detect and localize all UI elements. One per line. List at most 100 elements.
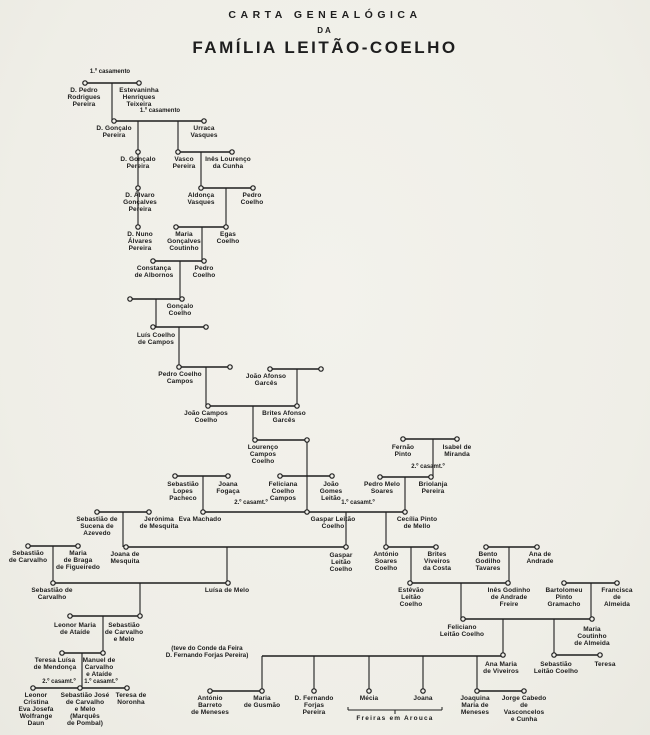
person-node: Isabel de Miranda bbox=[442, 444, 472, 458]
union-ring-marker bbox=[483, 544, 489, 550]
person-node: Sebastião Lopes Pacheco bbox=[167, 481, 199, 502]
union-ring-marker bbox=[277, 473, 283, 479]
union-ring-marker bbox=[59, 650, 65, 656]
person-node: Briolanja Pereira bbox=[418, 481, 448, 495]
union-ring-marker bbox=[343, 544, 349, 550]
union-ring-marker bbox=[304, 509, 310, 515]
person-node: Leonor Cristina Eva Josefa Wolfrange Dau… bbox=[18, 692, 54, 727]
union-ring-marker bbox=[124, 685, 130, 691]
person-node: Joana de Mesquita bbox=[110, 551, 140, 565]
union-ring-marker bbox=[454, 436, 460, 442]
union-ring-marker bbox=[30, 685, 36, 691]
person-node: Fernão Pinto bbox=[391, 444, 415, 458]
union-ring-marker bbox=[136, 80, 142, 86]
person-node: Manuel de Carvalho e Ataíde bbox=[82, 657, 116, 678]
union-ring-marker bbox=[82, 80, 88, 86]
union-ring-marker bbox=[460, 616, 466, 622]
person-node: Maria de Gusmão bbox=[243, 695, 281, 709]
marriage-order-label: 2.º casamt.º bbox=[42, 679, 76, 685]
person-node: D. Nuno Álvares Pereira bbox=[127, 231, 153, 252]
union-ring-marker bbox=[200, 509, 206, 515]
person-node: Maria de Braga de Figueiredo bbox=[56, 550, 100, 571]
person-node: Bartolomeu Pinto Gramacho bbox=[545, 587, 583, 608]
person-node: Ana de Andrade bbox=[526, 551, 554, 565]
union-ring-marker bbox=[223, 224, 229, 230]
chart-title-line2: DA bbox=[317, 26, 333, 35]
union-ring-marker bbox=[50, 580, 56, 586]
union-ring-marker bbox=[252, 437, 258, 443]
union-ring-marker bbox=[225, 473, 231, 479]
union-ring-marker bbox=[94, 509, 100, 515]
person-node: Gaspar Leitão Coelho bbox=[310, 516, 356, 530]
union-ring-marker bbox=[474, 688, 480, 694]
person-node: Pedro Coelho bbox=[240, 192, 264, 206]
person-node: D. Pedro Rodrigues Pereira bbox=[67, 87, 101, 108]
person-node: Vasco Pereira bbox=[172, 156, 196, 170]
person-node: Sebastião de Carvalho bbox=[31, 587, 73, 601]
union-ring-marker bbox=[500, 652, 506, 658]
union-ring-marker bbox=[229, 149, 235, 155]
person-node: Aldonça Vasques bbox=[187, 192, 215, 206]
person-node: Sebastião de Carvalho e Melo bbox=[104, 622, 144, 643]
person-node: Maria Gonçalves Coutinho bbox=[167, 231, 201, 252]
person-node: Constança de Albornos bbox=[134, 265, 174, 279]
union-ring-marker bbox=[551, 652, 557, 658]
union-ring-marker bbox=[179, 296, 185, 302]
union-ring-marker bbox=[172, 473, 178, 479]
person-node: Feliciana Coelho Campos bbox=[268, 481, 298, 502]
person-node: Cecília Pinto de Mello bbox=[396, 516, 438, 530]
union-ring-marker bbox=[614, 580, 620, 586]
person-node: Urraca Vasques bbox=[190, 125, 218, 139]
person-node: Jerónima de Mesquita bbox=[139, 516, 179, 530]
union-ring-marker bbox=[123, 544, 129, 550]
union-ring-marker bbox=[366, 688, 372, 694]
union-ring-marker bbox=[111, 118, 117, 124]
union-ring-marker bbox=[201, 258, 207, 264]
union-ring-marker bbox=[205, 403, 211, 409]
union-ring-marker bbox=[428, 474, 434, 480]
chart-title-line3: FAMÍLIA LEITÃO-COELHO bbox=[192, 38, 458, 57]
union-ring-marker bbox=[77, 685, 83, 691]
person-node: Lourenço Campos Coelho bbox=[247, 444, 279, 465]
marriage-order-label: 2.º casamt.º bbox=[234, 500, 268, 506]
marriage-order-label: 1.º casamt.º bbox=[84, 679, 118, 685]
union-ring-marker bbox=[25, 543, 31, 549]
union-ring-marker bbox=[521, 688, 527, 694]
union-ring-marker bbox=[318, 366, 324, 372]
union-ring-marker bbox=[267, 366, 273, 372]
person-node: Leonor Maria de Ataíde bbox=[53, 622, 97, 636]
union-ring-marker bbox=[75, 543, 81, 549]
person-node: António Barreto de Meneses bbox=[191, 695, 229, 716]
union-ring-marker bbox=[311, 688, 317, 694]
freiras-caption: Freiras em Arouca bbox=[356, 715, 434, 722]
person-node: Inês Godinho de Andrade Freire bbox=[487, 587, 531, 608]
union-ring-marker bbox=[225, 580, 231, 586]
union-ring-marker bbox=[383, 544, 389, 550]
union-ring-marker bbox=[173, 224, 179, 230]
person-node: João Campos Coelho bbox=[184, 410, 228, 424]
person-node: Estêvão Leitão Coelho bbox=[398, 587, 424, 608]
union-ring-marker bbox=[407, 580, 413, 586]
marriage-order-label: 1.º casamt.º bbox=[341, 500, 375, 506]
person-node: Bento Godilho Tavares bbox=[475, 551, 501, 572]
union-ring-marker bbox=[175, 149, 181, 155]
union-ring-marker bbox=[377, 474, 383, 480]
union-ring-marker bbox=[400, 436, 406, 442]
union-ring-marker bbox=[433, 544, 439, 550]
person-node: D. Gonçalo Pereira bbox=[96, 125, 132, 139]
marriage-order-label: 1.º casamento bbox=[139, 108, 181, 114]
union-ring-marker bbox=[150, 258, 156, 264]
person-node: Estevaninha Henriques Teixeira bbox=[119, 87, 159, 108]
union-ring-marker bbox=[294, 403, 300, 409]
person-node: Joana Fogaça bbox=[216, 481, 240, 495]
person-node: Sebastião Leitão Coelho bbox=[533, 661, 579, 675]
person-node: Teresa bbox=[594, 661, 616, 668]
union-ring-marker bbox=[127, 296, 133, 302]
union-ring-marker bbox=[597, 652, 603, 658]
person-node: Sebastião de Sucena de Azevedo bbox=[76, 516, 118, 537]
person-node: Maria Coutinho de Almeida bbox=[574, 626, 610, 647]
person-node: Sebastião José de Carvalho e Melo (Marqu… bbox=[60, 692, 110, 727]
person-node: Feliciano Leitão Coelho bbox=[439, 624, 485, 638]
